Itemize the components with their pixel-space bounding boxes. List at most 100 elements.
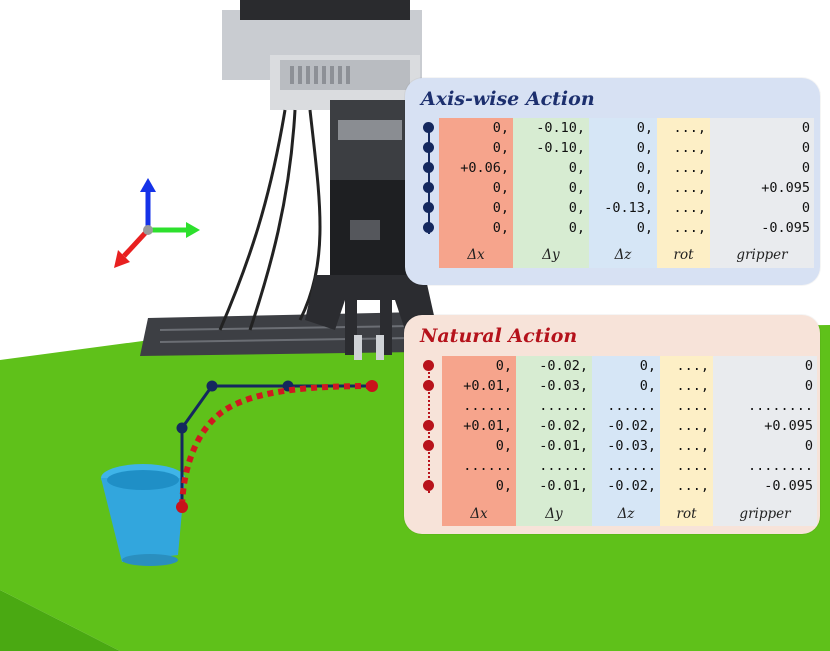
header-rot: rot — [676, 506, 697, 522]
table-row: 0, 0, -0.13, ..., 0 — [439, 198, 814, 218]
timeline-line — [428, 128, 430, 234]
cell-gripper: 0 — [804, 438, 813, 454]
cell-rot: .... — [676, 458, 709, 474]
cell-dz: -0.13, — [604, 200, 653, 216]
cell-dy: -0.10, — [536, 120, 585, 136]
cell-dx: ...... — [463, 458, 512, 474]
cell-rot: ..., — [673, 140, 706, 156]
table-row: +0.06, 0, 0, ..., 0 — [439, 158, 814, 178]
cell-rot: ..., — [676, 418, 709, 434]
cell-dx: 0, — [495, 438, 512, 454]
header-dy: Δy — [542, 247, 560, 263]
cell-rot: ..., — [676, 478, 709, 494]
cell-dy: -0.01, — [539, 478, 588, 494]
timeline-dot — [423, 420, 434, 431]
panel-title: Axis-wise Action — [421, 88, 595, 110]
cell-dx: 0, — [492, 140, 509, 156]
header-dz: Δz — [617, 506, 635, 522]
timeline-dot — [423, 480, 434, 491]
timeline-dot — [423, 440, 434, 451]
cell-dx: +0.06, — [460, 160, 509, 176]
header-dy: Δy — [545, 506, 563, 522]
cell-dz: 0, — [636, 140, 653, 156]
cell-rot: ..., — [673, 220, 706, 236]
cell-dy: -0.03, — [539, 378, 588, 394]
table-row: +0.01, -0.03, 0, ..., 0 — [442, 376, 817, 396]
cell-gripper: -0.095 — [761, 220, 810, 236]
cell-dz: ...... — [607, 458, 656, 474]
cell-gripper: 0 — [801, 120, 810, 136]
table-row: ...... ...... ...... .... ........ — [442, 456, 817, 476]
axis-wise-action-panel: Axis-wise Action 0, -0.10, 0, ..., 0 0, … — [405, 78, 820, 285]
cell-dx: 0, — [492, 200, 509, 216]
cell-dy: ...... — [539, 458, 588, 474]
table-row: 0, -0.10, 0, ..., 0 — [439, 118, 814, 138]
cell-dx: 0, — [495, 358, 512, 374]
natural-action-panel: Natural Action 0, -0.02, 0, ..., 0 +0.01… — [404, 315, 820, 534]
cell-dy: 0, — [568, 180, 585, 196]
header-rot: rot — [673, 247, 694, 263]
cell-gripper: +0.095 — [761, 180, 810, 196]
table-row: 0, -0.01, -0.03, ..., 0 — [442, 436, 817, 456]
blue-cup — [101, 464, 185, 566]
cell-dz: -0.02, — [607, 418, 656, 434]
header-dx: Δx — [467, 247, 485, 263]
cell-dz: 0, — [636, 160, 653, 176]
cell-dx: 0, — [492, 220, 509, 236]
cell-dz: -0.03, — [607, 438, 656, 454]
cell-gripper: ........ — [747, 458, 813, 474]
timeline-dot — [423, 380, 434, 391]
header-dx: Δx — [470, 506, 488, 522]
timeline-dot — [423, 122, 434, 133]
header-dz: Δz — [614, 247, 632, 263]
cell-rot: .... — [676, 398, 709, 414]
cell-rot: ..., — [673, 120, 706, 136]
table-row: +0.01, -0.02, -0.02, ..., +0.095 — [442, 416, 817, 436]
timeline-dot — [423, 182, 434, 193]
cell-dz: ...... — [607, 398, 656, 414]
timeline-dot — [423, 360, 434, 371]
timeline-dot — [423, 162, 434, 173]
table-header: Δx Δy Δz rot gripper — [439, 245, 814, 265]
cell-dx: ...... — [463, 398, 512, 414]
cell-gripper: 0 — [801, 160, 810, 176]
table-row: ...... ...... ...... .... ........ — [442, 396, 817, 416]
cell-gripper: -0.095 — [764, 478, 813, 494]
cell-dy: 0, — [568, 220, 585, 236]
cell-dz: 0, — [636, 180, 653, 196]
cell-dy: 0, — [568, 200, 585, 216]
cell-rot: ..., — [676, 438, 709, 454]
cell-dx: 0, — [495, 478, 512, 494]
cell-rot: ..., — [673, 180, 706, 196]
header-gripper: gripper — [739, 506, 791, 522]
table-header: Δx Δy Δz rot gripper — [442, 504, 817, 524]
table-row: 0, -0.02, 0, ..., 0 — [442, 356, 817, 376]
table-row: 0, 0, 0, ..., -0.095 — [439, 218, 814, 238]
cell-dy: -0.10, — [536, 140, 585, 156]
cell-dy: ...... — [539, 398, 588, 414]
cell-dz: 0, — [639, 378, 656, 394]
timeline-dot — [423, 202, 434, 213]
timeline-dot — [423, 142, 434, 153]
table-row: 0, -0.01, -0.02, ..., -0.095 — [442, 476, 817, 496]
timeline-dot — [423, 222, 434, 233]
panel-title: Natural Action — [420, 325, 578, 347]
cell-dy: -0.01, — [539, 438, 588, 454]
table-row: 0, -0.10, 0, ..., 0 — [439, 138, 814, 158]
natural-trajectory — [176, 380, 378, 513]
cell-dy: 0, — [568, 160, 585, 176]
header-gripper: gripper — [736, 247, 788, 263]
cell-dx: +0.01, — [463, 418, 512, 434]
cell-dz: 0, — [639, 358, 656, 374]
cell-dy: -0.02, — [539, 358, 588, 374]
cell-dz: 0, — [636, 120, 653, 136]
gripper — [305, 275, 435, 330]
cell-dx: +0.01, — [463, 378, 512, 394]
cell-gripper: +0.095 — [764, 418, 813, 434]
cell-gripper: ........ — [747, 398, 813, 414]
table-row: 0, 0, 0, ..., +0.095 — [439, 178, 814, 198]
cell-rot: ..., — [673, 200, 706, 216]
cell-dy: -0.02, — [539, 418, 588, 434]
cell-dz: -0.02, — [607, 478, 656, 494]
cell-dx: 0, — [492, 120, 509, 136]
